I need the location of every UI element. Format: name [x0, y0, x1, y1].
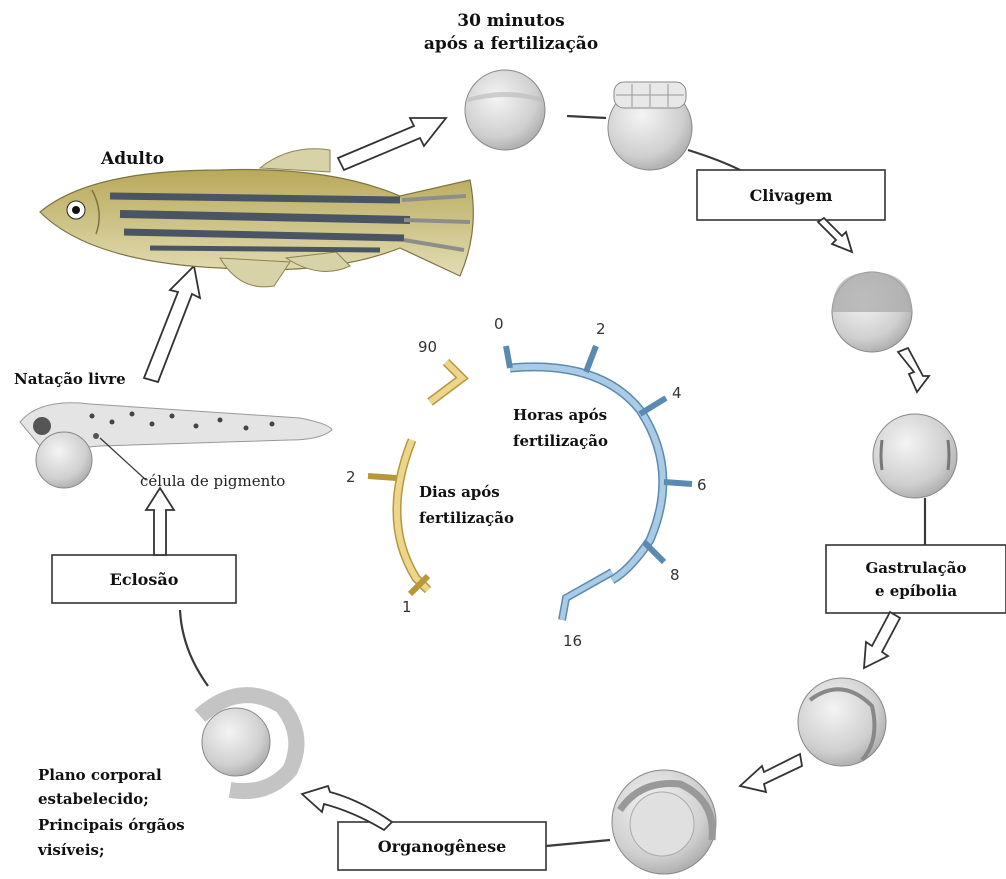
organogenesis-note-line1: Plano corporal — [38, 766, 162, 784]
blastula-embryo — [832, 272, 912, 352]
hours-tick-0: 0 — [494, 315, 504, 333]
segmentation-embryo — [798, 678, 886, 766]
fertilization-label-line1: 30 minutos — [457, 11, 565, 31]
organogenesis-note-line3: Principais órgãos — [38, 816, 185, 834]
days-label-line2: fertilização — [419, 509, 514, 527]
arrow-to-segmentation — [864, 612, 900, 668]
hours-label-line2: fertilização — [513, 432, 608, 450]
days-label-line1: Dias após — [419, 483, 500, 501]
organogenesis-label: Organogênese — [378, 837, 507, 856]
arrow-to-larva — [146, 488, 174, 555]
arrow-cleavage-curve — [688, 150, 740, 170]
hours-tick-8: 8 — [670, 566, 680, 584]
days-tick-2: 2 — [346, 468, 356, 486]
hours-label-line1: Horas após — [513, 406, 607, 424]
gastrulation-label-line1: Gastrulação — [866, 559, 967, 577]
cleavage-label: Clivagem — [750, 186, 833, 205]
arrow-to-hatching — [180, 610, 208, 686]
gastrula-embryo — [873, 414, 957, 498]
cleavage-embryo — [608, 82, 692, 170]
days-ring — [368, 362, 462, 594]
arrow-to-pharyngula — [740, 754, 802, 792]
hours-tick-6: 6 — [697, 476, 707, 494]
arrow-organogenesis-line — [546, 840, 610, 846]
fertilization-label-line2: após a fertilização — [424, 34, 598, 54]
days-tick-1: 1 — [402, 598, 412, 616]
gastrulation-box — [826, 545, 1006, 613]
gastrulation-label-line2: e epíbolia — [875, 582, 957, 600]
pigment-cell-label: célula de pigmento — [140, 472, 285, 490]
organogenesis-note-line4: visíveis; — [37, 841, 105, 859]
organogenesis-embryo — [612, 770, 716, 874]
curled-embryo — [200, 695, 296, 791]
arrow-to-adult — [144, 266, 200, 382]
arrow-to-gastrula — [898, 348, 929, 392]
hatching-label: Eclosão — [110, 570, 179, 589]
hours-ring — [506, 346, 692, 620]
fertilized-egg — [465, 70, 545, 150]
arrow-to-blastula — [818, 218, 852, 252]
adult-label: Adulto — [100, 149, 164, 169]
arrow-egg-to-cleavage — [567, 116, 606, 118]
adult-zebrafish — [40, 149, 473, 287]
hours-tick-16: 16 — [563, 632, 582, 650]
days-tick-90: 90 — [418, 338, 437, 356]
hours-tick-2: 2 — [596, 320, 606, 338]
hours-tick-4: 4 — [672, 384, 682, 402]
free-swimming-label: Natação livre — [14, 370, 126, 388]
organogenesis-note-line2: estabelecido; — [38, 790, 149, 808]
arrow-adult-to-egg — [338, 118, 446, 170]
